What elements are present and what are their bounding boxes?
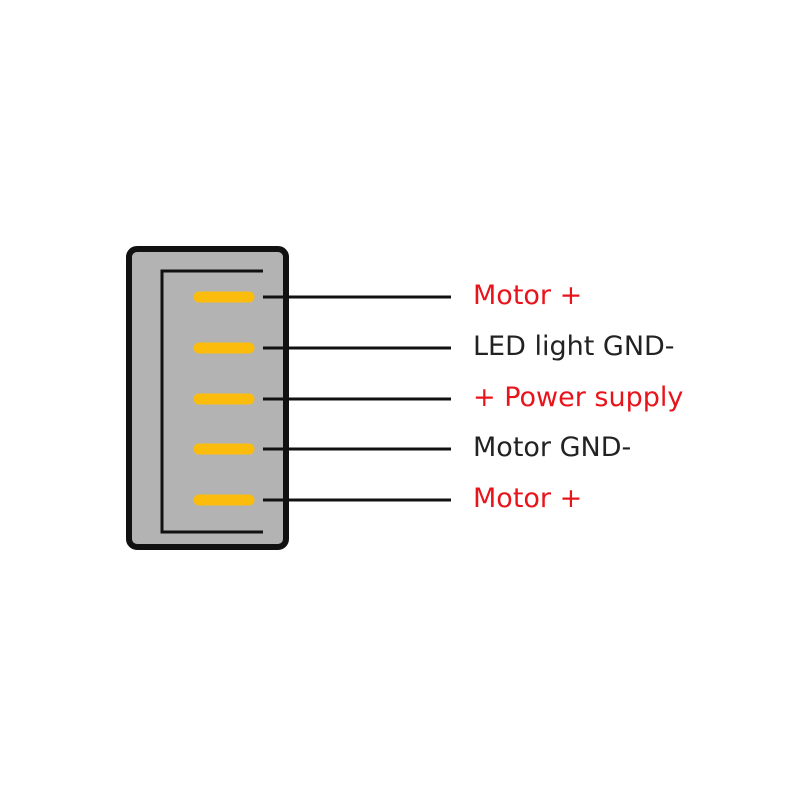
- pin-label-5: Motor +: [473, 483, 583, 514]
- housing-inner-bracket: [160, 269, 263, 534]
- pin-label-2: LED light GND-: [473, 331, 675, 362]
- pin-label-4: Motor GND-: [473, 432, 632, 463]
- pin-label-3: + Power supply: [473, 382, 684, 413]
- pin-label-1: Motor +: [473, 280, 583, 311]
